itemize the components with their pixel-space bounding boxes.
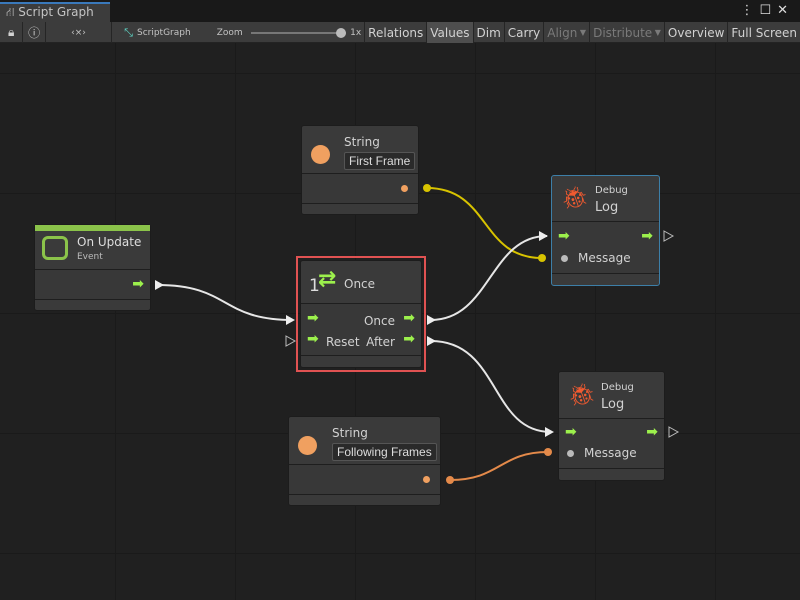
on-update-node[interactable]: On Update Event ➡ xyxy=(34,224,151,311)
code-icon: ‹×› xyxy=(71,27,86,38)
node-ports xyxy=(302,174,418,204)
node-ports: ➡ ➡ Message xyxy=(552,222,659,274)
message-label: Message xyxy=(578,251,631,265)
node-category: Debug xyxy=(601,382,634,393)
exit-output-arrow-icon[interactable]: ➡ xyxy=(641,228,653,244)
chevron-down-icon: ▼ xyxy=(577,28,587,37)
relations-button[interactable]: Relations xyxy=(365,22,428,43)
zoom-label: Zoom xyxy=(216,27,243,38)
node-header: 1 ⇄ Once xyxy=(301,261,421,304)
distribute-label: Distribute xyxy=(593,25,653,40)
node-ports: ➡ Once ➡ ➡ Reset After ➡ xyxy=(301,304,421,356)
node-category: Debug xyxy=(595,185,628,196)
exit-output-arrow-icon[interactable]: ➡ xyxy=(646,424,658,440)
once-output-arrow-icon[interactable]: ➡ xyxy=(403,310,415,326)
breadcrumb[interactable]: ScriptGraph xyxy=(136,27,191,38)
after-output-arrow-icon[interactable]: ➡ xyxy=(403,331,415,347)
node-header: 🐞︎ Debug Log xyxy=(559,372,664,419)
zoom-slider[interactable] xyxy=(250,27,347,38)
info-icon: ⓘ xyxy=(28,26,41,40)
values-button[interactable]: Values xyxy=(427,22,474,43)
once-output-label: Once xyxy=(363,314,395,328)
control-output-arrow-icon[interactable]: ➡ xyxy=(132,276,144,292)
bug-icon: 🐞︎ xyxy=(561,186,589,211)
lock-icon: 🔒︎ xyxy=(8,25,15,39)
node-header: On Update Event xyxy=(35,231,150,270)
distribute-dropdown[interactable]: Distribute ▼ xyxy=(590,22,665,43)
reset-input-label: Reset xyxy=(326,335,360,349)
tab-bar: ⛙ Script Graph ⋮☐✕ xyxy=(0,0,800,22)
graph-asset-icon: ⤡ xyxy=(124,25,133,39)
loop-icon xyxy=(42,236,68,260)
node-title: Once xyxy=(344,277,376,291)
graph-icon: ⛙ xyxy=(6,5,19,19)
toolbar: 🔒︎ ⓘ ‹×› ⤡ ScriptGraph Zoom 1x Relations… xyxy=(0,22,800,43)
tab-script-graph[interactable]: ⛙ Script Graph xyxy=(0,2,110,22)
string-type-icon xyxy=(311,145,330,164)
node-ports xyxy=(289,465,440,495)
more-icon[interactable]: ⋮ xyxy=(740,3,760,18)
chevron-down-icon: ▼ xyxy=(652,28,661,37)
string-type-icon xyxy=(298,436,317,455)
node-ports: ➡ xyxy=(35,270,150,300)
node-title: Log xyxy=(601,397,625,412)
node-header: String Following Frames xyxy=(289,417,440,465)
once-prefix: 1 xyxy=(309,276,320,296)
enter-input-arrow-icon[interactable]: ➡ xyxy=(558,228,570,244)
bug-icon: 🐞︎ xyxy=(568,383,596,408)
string-node-first-frame[interactable]: String First Frame xyxy=(301,125,419,215)
info-button[interactable]: ⓘ xyxy=(23,22,46,43)
message-input-port[interactable] xyxy=(561,255,568,262)
dim-button[interactable]: Dim xyxy=(474,22,505,43)
full-screen-button[interactable]: Full Screen xyxy=(731,25,797,40)
node-title: On Update xyxy=(77,235,142,249)
debug-log-node-2[interactable]: 🐞︎ Debug Log ➡ ➡ Message xyxy=(558,371,665,481)
node-header: String First Frame xyxy=(302,126,418,174)
debug-log-node-1[interactable]: 🐞︎ Debug Log ➡ ➡ Message xyxy=(551,175,660,286)
zoom-area: ⤡ ScriptGraph Zoom 1x xyxy=(112,22,366,43)
string-output-port[interactable] xyxy=(423,476,430,483)
string-node-following-frames[interactable]: String Following Frames xyxy=(288,416,441,506)
enter-input-arrow-icon[interactable]: ➡ xyxy=(565,424,577,440)
cycle-arrows-icon: ⇄ xyxy=(318,267,337,292)
node-subtitle: Event xyxy=(77,252,103,262)
enter-input-arrow-icon[interactable]: ➡ xyxy=(307,310,319,326)
lock-button[interactable]: 🔒︎ xyxy=(0,22,24,43)
message-label: Message xyxy=(584,446,637,460)
string-value-field[interactable]: Following Frames xyxy=(332,443,437,461)
message-input-port[interactable] xyxy=(567,450,574,457)
reset-input-arrow-icon[interactable]: ➡ xyxy=(307,331,319,347)
node-title: Log xyxy=(595,200,619,215)
overview-button[interactable]: Overview xyxy=(665,22,729,43)
node-title: String xyxy=(332,426,368,440)
maximize-icon[interactable]: ☐ xyxy=(759,3,778,18)
after-output-label: After xyxy=(366,335,395,349)
node-ports: ➡ ➡ Message xyxy=(559,419,664,469)
zoom-value: 1x xyxy=(350,27,362,38)
string-value-field[interactable]: First Frame xyxy=(344,152,416,170)
node-title: String xyxy=(344,135,380,149)
align-label: Align xyxy=(547,25,578,40)
once-node[interactable]: 1 ⇄ Once ➡ Once ➡ ➡ Reset After ➡ xyxy=(300,260,422,368)
node-header: 🐞︎ Debug Log xyxy=(552,176,659,222)
selection-outline xyxy=(296,256,426,372)
window-controls: ⋮☐✕ xyxy=(740,3,794,18)
embed-toggle[interactable]: ‹×› xyxy=(46,22,113,43)
close-icon[interactable]: ✕ xyxy=(777,3,794,18)
event-accent-bar xyxy=(35,225,150,231)
align-dropdown[interactable]: Align ▼ xyxy=(544,22,591,43)
carry-button[interactable]: Carry xyxy=(505,22,545,43)
string-output-port[interactable] xyxy=(401,185,408,192)
